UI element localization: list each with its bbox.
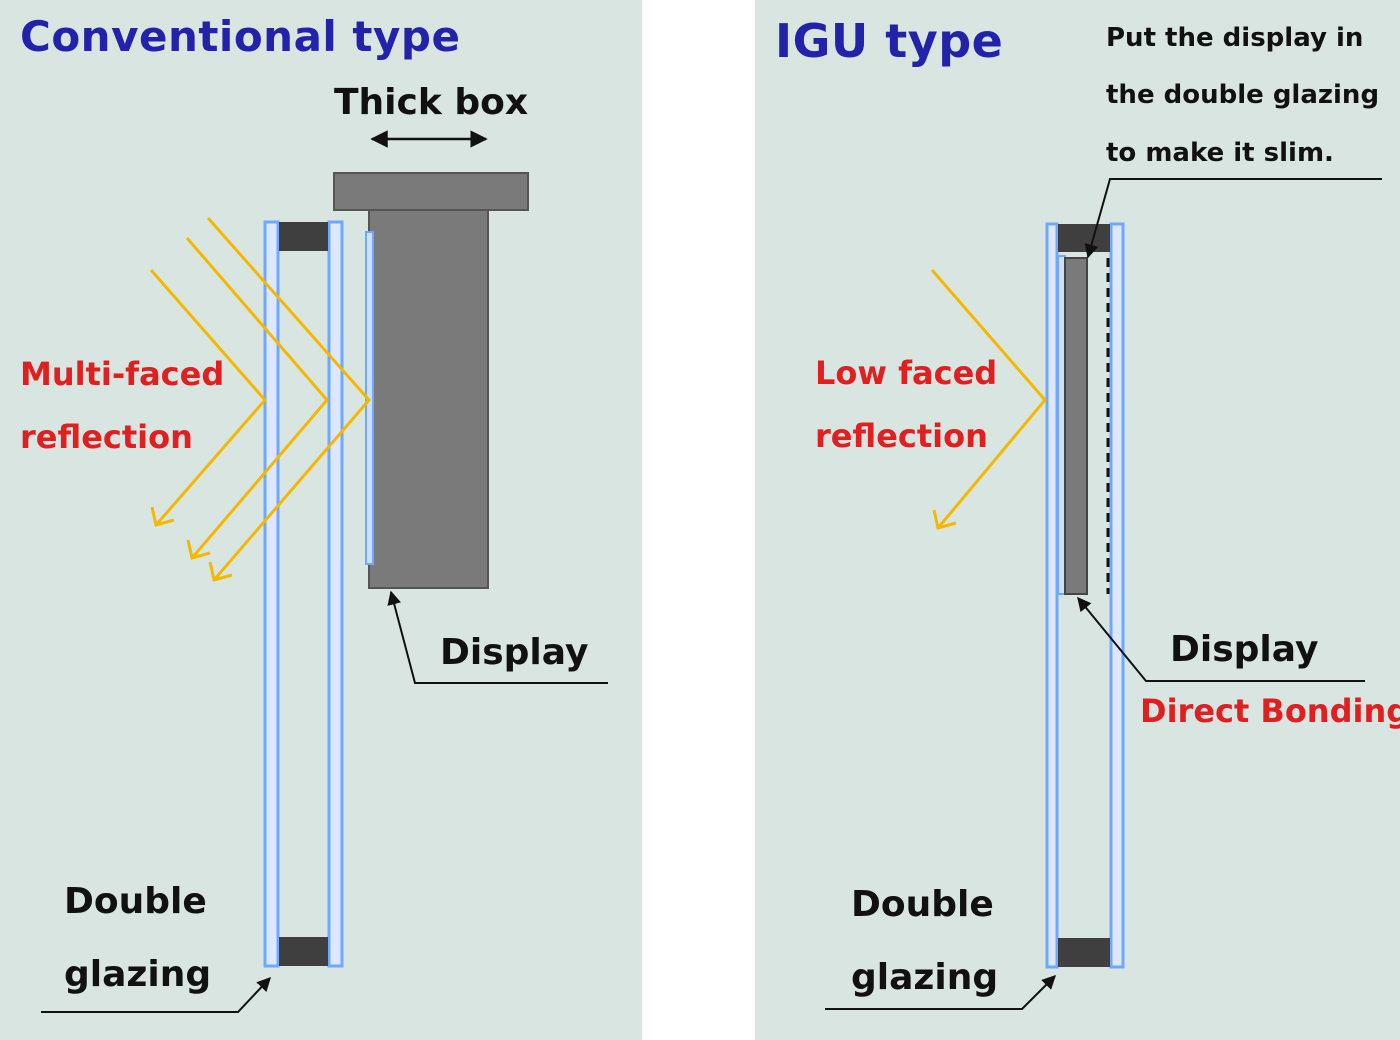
outer-glass-pane <box>263 220 280 968</box>
note-leader-line <box>1084 178 1382 259</box>
igu-display <box>1057 255 1110 595</box>
multi-faced-label: Multi-faced <box>20 355 225 393</box>
note-line-1: Put the display in <box>1106 23 1364 53</box>
conventional-double-glazing <box>263 220 344 968</box>
glazing-label: glazing <box>64 954 212 995</box>
reflection-arrow-2 <box>185 237 329 559</box>
inner-glass-pane <box>327 220 344 968</box>
top-spacer <box>279 222 328 251</box>
thick-box-label: Thick box <box>334 82 529 123</box>
bottom-spacer <box>1058 938 1110 967</box>
glazing-label: glazing <box>851 957 999 998</box>
arrowhead <box>932 509 957 530</box>
top-spacer <box>1058 224 1110 252</box>
igu-double-glazing <box>1045 222 1125 969</box>
reflection-label: reflection <box>815 417 988 455</box>
direct-bonding-label: Direct Bonding <box>1140 692 1400 730</box>
glazing-leader-line <box>41 976 271 1013</box>
glazing-leader-line <box>825 975 1056 1010</box>
igu-type-title: IGU type <box>775 14 1004 68</box>
bonded-layer <box>1057 255 1066 595</box>
arrowhead-2 <box>186 539 211 560</box>
double-label: Double <box>851 884 994 925</box>
display-box <box>368 209 489 589</box>
display-panel <box>1064 257 1088 595</box>
note-line-2: the double glazing <box>1106 80 1380 110</box>
low-faced-label: Low faced <box>815 354 998 392</box>
note-line-3: to make it slim. <box>1106 138 1334 168</box>
box-top-bracket <box>333 172 529 211</box>
reflection-arrow-3 <box>206 217 371 581</box>
arrowhead-1 <box>150 506 175 527</box>
conventional-panel <box>0 0 642 1040</box>
reflection-arrow <box>930 269 1047 529</box>
display-leader-line <box>387 590 608 684</box>
double-label: Double <box>64 881 207 922</box>
low-reflection-arrow <box>930 269 1047 530</box>
display-leader-line <box>1077 596 1365 682</box>
inner-glass-pane <box>1109 222 1125 969</box>
arrowhead-3 <box>208 561 233 582</box>
reflection-label: reflection <box>20 418 193 456</box>
conventional-type-title: Conventional type <box>20 12 461 61</box>
multi-reflection-arrows <box>149 217 371 582</box>
thick-box-display <box>333 172 529 589</box>
bottom-spacer <box>279 937 328 966</box>
outer-glass-pane <box>1045 222 1059 969</box>
display-label: Display <box>1170 629 1319 670</box>
display-label: Display <box>440 632 589 673</box>
reflection-arrow-1 <box>149 269 267 526</box>
